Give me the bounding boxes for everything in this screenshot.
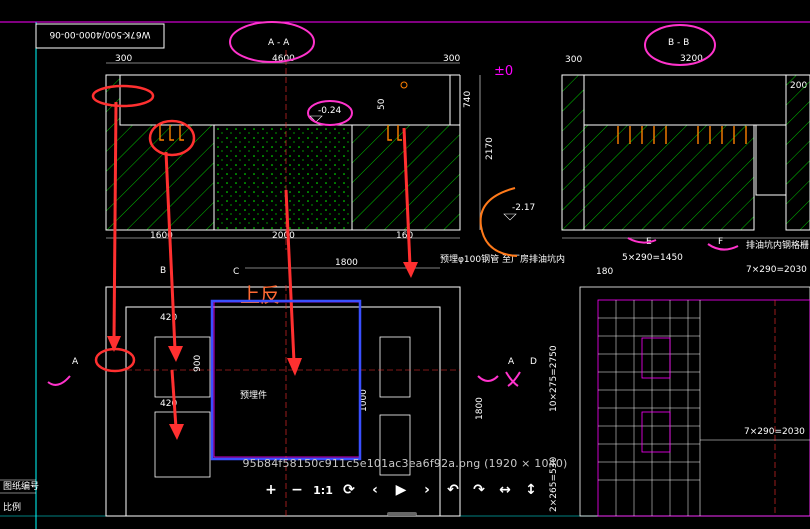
aa-dim-top-right: 300 <box>443 54 460 64</box>
viewer-image-caption: 95b84f58150c911c5e101ac3ea6f92a.png (192… <box>242 457 568 470</box>
title-block-row2: 比例 <box>3 501 21 513</box>
section-aa: 300 4600 300 1600 2000 160 740 2170 50 -… <box>105 38 535 250</box>
plan-dim-left-3: 420 <box>160 399 177 409</box>
orange-bracket <box>479 187 518 257</box>
plan-label-c: C <box>233 267 239 277</box>
plan-view: 1800 B C A A D 420 900 420 1000 1800 预埋件… <box>72 253 565 517</box>
aa-dim-bottom-left: 1600 <box>150 231 173 241</box>
sheet-number-text: W67K-500/4000-00-06 <box>49 29 150 39</box>
aa-dim-right-bottom: 2170 <box>485 137 495 160</box>
plan-dim-left-1: 420 <box>160 313 177 323</box>
aa-dim-bottom-mid: 2000 <box>272 231 295 241</box>
plan-dim-top: 1800 <box>335 258 358 268</box>
aa-level-mark: -0.24 <box>318 106 342 116</box>
markup-annotations <box>47 21 739 461</box>
aa-dim-top-left: 300 <box>115 54 132 64</box>
plan-dim-left-2: 900 <box>193 355 203 372</box>
plan-label-d: D <box>530 357 537 367</box>
pink-ellipse-aa <box>229 21 315 63</box>
detail-dim-a: 5×290=1450 <box>622 253 683 263</box>
bb-dim-top: 3200 <box>680 54 703 64</box>
plan-label-b: B <box>160 266 166 276</box>
rotate-left-button[interactable]: ↶ <box>447 482 459 498</box>
title-block-row1: 图纸编号 <box>3 480 39 492</box>
pink-scribble-f <box>707 243 739 251</box>
plan-handwritten-note: 上反 <box>240 283 280 307</box>
flip-horizontal-button[interactable]: ↔ <box>499 482 511 498</box>
viewer-toolbar: + − 1:1 ⟳ ‹ ▶ › ↶ ↷ ↔ ↕ <box>258 477 544 503</box>
plan-note-top-right: 预埋φ100钢管 至厂房排油坑内 <box>440 253 565 265</box>
actual-size-button[interactable]: 1:1 <box>313 483 333 497</box>
red-ellipse-bolts <box>148 119 196 157</box>
zoom-out-button[interactable]: − <box>291 482 303 498</box>
pink-note-plus: ±0 <box>494 64 513 79</box>
aa-dim-right-top: 740 <box>463 91 473 108</box>
flip-vertical-button[interactable]: ↕ <box>525 482 537 498</box>
prev-image-button[interactable]: ‹ <box>372 482 378 498</box>
aa-level-mark-right: -2.17 <box>512 203 535 213</box>
detail-note-f: 排油坑内钢格栅 <box>746 239 809 251</box>
red-ellipse-a <box>94 347 136 373</box>
detail-label-f: F <box>718 237 723 247</box>
pink-scribble-a <box>47 375 71 386</box>
toolbar-position-indicator <box>387 512 417 516</box>
aa-dim-top-mid: 4600 <box>272 54 295 64</box>
title-block: 图纸编号 比例 <box>0 479 39 513</box>
rotate-icon[interactable]: ⟳ <box>343 482 355 498</box>
pink-scribble-right <box>477 371 521 387</box>
pink-scribble-e <box>627 237 657 244</box>
detail-dim-e: 10×275=2750 <box>549 345 559 412</box>
zoom-in-button[interactable]: + <box>265 482 277 498</box>
pink-ellipse-bb <box>644 24 716 66</box>
plan-dim-right-2: 1800 <box>475 397 485 420</box>
plan-dim-right-1: 1000 <box>359 389 369 412</box>
section-bb-title: B - B <box>668 38 689 48</box>
play-slideshow-button[interactable]: ▶ <box>395 482 407 498</box>
aa-dim-bottom-right: 160 <box>396 231 413 241</box>
section-aa-title: A - A <box>268 38 290 48</box>
detail-dim-d: 180 <box>596 267 613 277</box>
plan-note-embed: 预埋件 <box>240 389 267 401</box>
plan-label-a: A <box>72 357 79 367</box>
detail-right: 5×290=1450 7×290=2030 7×290=2030 180 10×… <box>549 237 810 517</box>
pink-ellipse-level <box>307 100 353 126</box>
sheet-number-box: W67K-500/4000-00-06 <box>35 23 165 49</box>
next-image-button[interactable]: › <box>424 482 430 498</box>
section-bb: 300 3200 1150 500 450 200 900 900 B - B <box>561 38 810 239</box>
detail-dim-c: 7×290=2030 <box>744 427 805 437</box>
red-ellipse-top <box>91 84 155 108</box>
detail-dim-f: 2×265=530 <box>549 457 559 512</box>
aa-dim-inner: 50 <box>377 98 387 110</box>
aa-center-concrete <box>213 124 353 231</box>
rotate-right-button[interactable]: ↷ <box>473 482 485 498</box>
detail-dim-b: 7×290=2030 <box>746 265 807 275</box>
plan-label-a-right: A <box>508 357 515 367</box>
bb-dim-left: 300 <box>565 55 582 65</box>
blue-highlight-box <box>210 299 362 461</box>
